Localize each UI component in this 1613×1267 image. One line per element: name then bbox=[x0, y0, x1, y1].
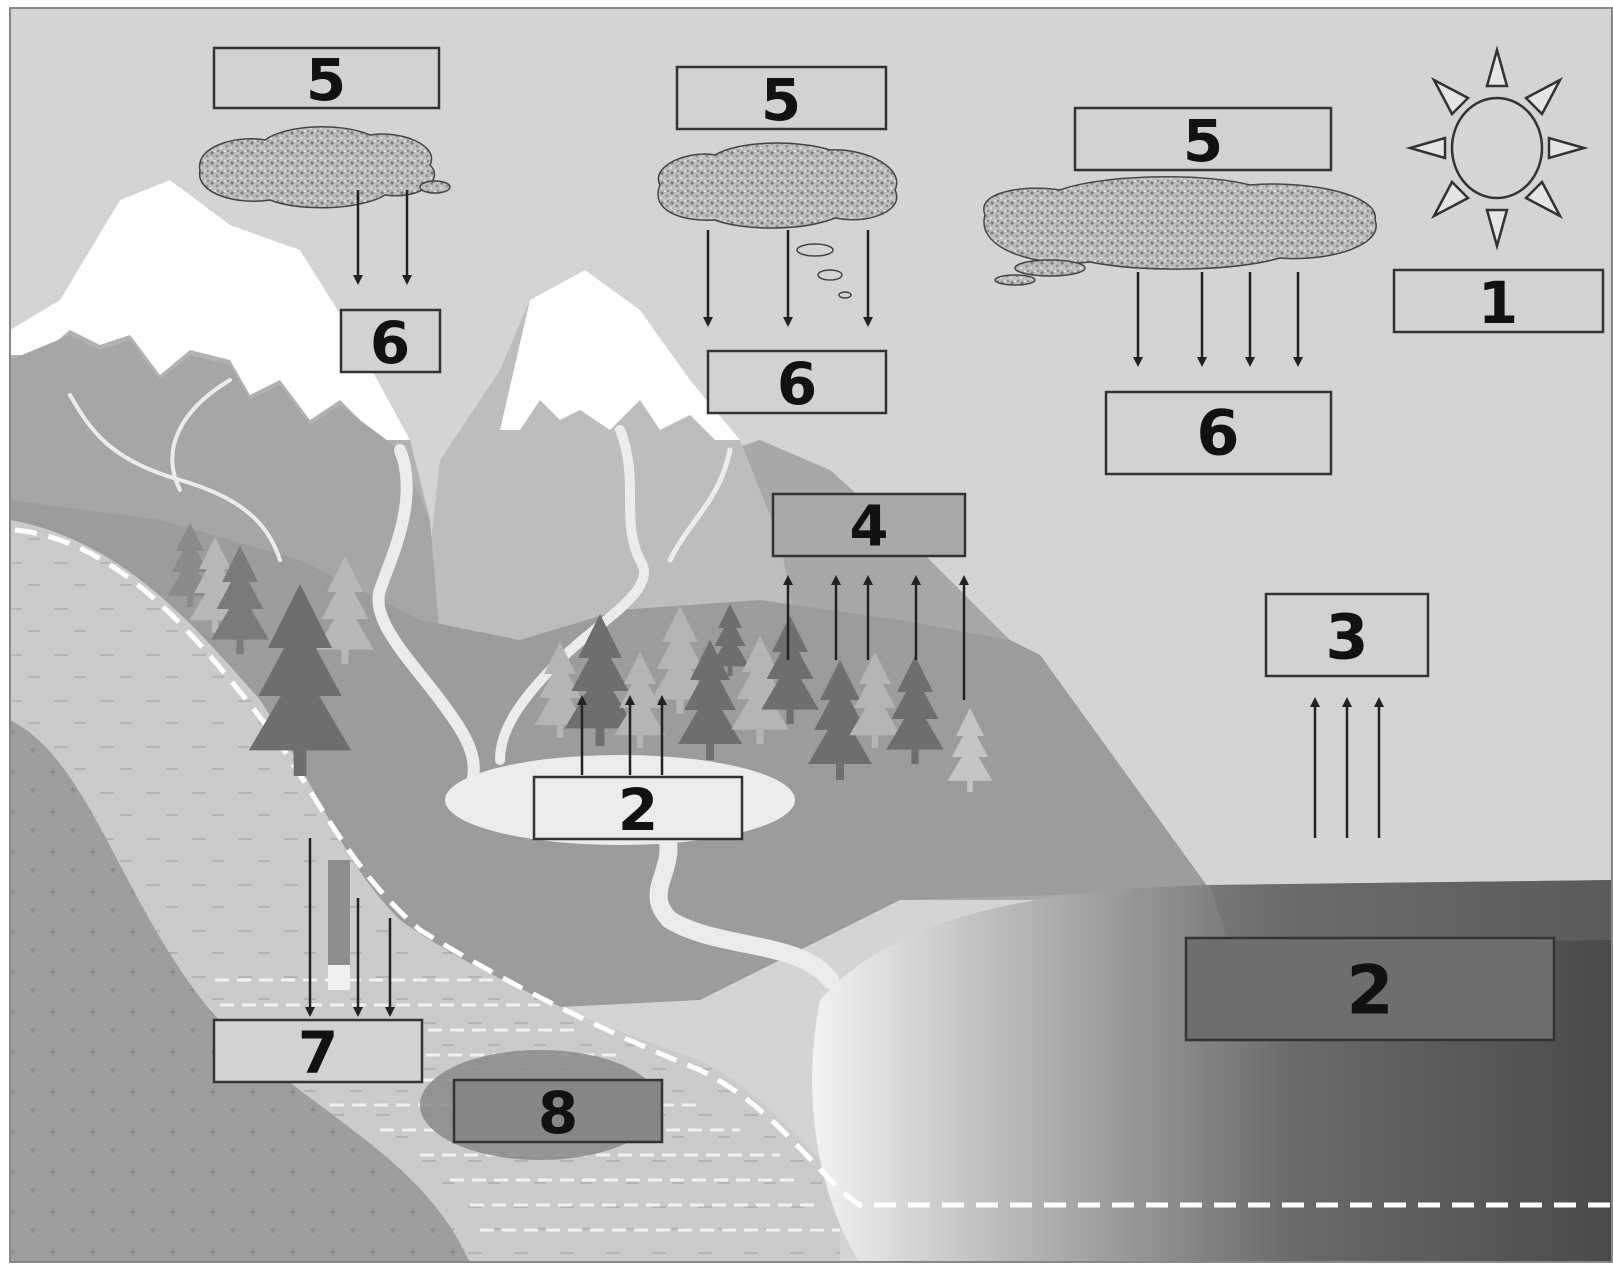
label-groundwater: 8 bbox=[538, 1079, 578, 1147]
cloud-left-icon bbox=[199, 126, 451, 209]
label-transpiration: 4 bbox=[850, 495, 889, 560]
sea-surface-shade bbox=[1210, 880, 1613, 945]
label-box-precip-middle bbox=[706, 349, 888, 415]
infiltration-column bbox=[328, 860, 350, 990]
label-sea: 2 bbox=[1346, 952, 1393, 1031]
sun-icon bbox=[1405, 45, 1589, 251]
label-boxes bbox=[212, 46, 1605, 1144]
label-box-sea-evaporation bbox=[1264, 592, 1430, 678]
label-box-sea bbox=[1184, 936, 1556, 1042]
frame bbox=[9, 7, 1613, 1263]
label-precip-left: 6 bbox=[370, 309, 410, 377]
label-sea-evaporation: 3 bbox=[1325, 601, 1368, 674]
label-box-sun bbox=[1392, 268, 1605, 334]
label-box-groundwater bbox=[452, 1078, 664, 1144]
label-precip-middle: 6 bbox=[777, 350, 817, 418]
label-precip-right: 6 bbox=[1196, 397, 1239, 470]
middle-snowcap bbox=[500, 270, 740, 440]
label-box-cloud-right bbox=[1073, 106, 1333, 172]
label-infiltration: 7 bbox=[298, 1019, 338, 1087]
bedrock-layer bbox=[10, 720, 470, 1263]
arrows bbox=[305, 190, 1384, 1017]
label-box-cloud-left bbox=[212, 46, 441, 110]
cloud-middle-icon bbox=[657, 142, 898, 299]
cloud-right-icon bbox=[983, 176, 1377, 286]
label-cloud-right: 5 bbox=[1183, 107, 1223, 175]
rivers bbox=[68, 378, 839, 989]
label-box-cloud-middle bbox=[675, 65, 888, 131]
label-cloud-middle: 5 bbox=[761, 66, 801, 134]
label-sun: 1 bbox=[1478, 269, 1518, 337]
label-box-transpiration bbox=[771, 492, 967, 558]
groundwater-boundary bbox=[14, 527, 1613, 1208]
label-box-infiltration bbox=[212, 1018, 424, 1084]
label-cloud-left: 5 bbox=[306, 46, 346, 114]
left-snowcap bbox=[10, 180, 410, 440]
label-lake: 2 bbox=[618, 776, 658, 844]
label-box-lake bbox=[532, 775, 744, 841]
label-box-precip-right bbox=[1104, 390, 1333, 476]
label-box-precip-left bbox=[339, 308, 442, 374]
